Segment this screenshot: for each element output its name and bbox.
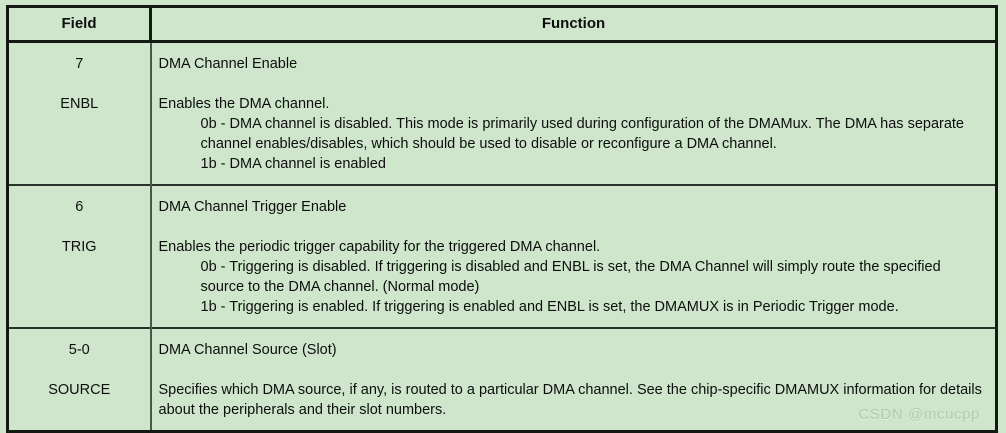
function-title: DMA Channel Source (Slot) bbox=[158, 342, 337, 358]
function-lead-text: Enables the periodic trigger capability … bbox=[158, 239, 601, 255]
field-cell-enbl: 7 ENBL bbox=[7, 41, 152, 185]
field-bits: 5-0 bbox=[68, 342, 90, 358]
register-field-table: Field Function 7 ENBL DMA Channel Enable… bbox=[6, 5, 998, 433]
function-cell-source: DMA Channel Source (Slot) Specifies whic… bbox=[150, 327, 997, 432]
table-header-row: Field Function bbox=[7, 6, 997, 43]
function-spacer bbox=[159, 217, 988, 237]
table-row-enbl: 7 ENBL DMA Channel Enable Enables the DM… bbox=[7, 41, 997, 185]
field-bits: 7 bbox=[75, 56, 84, 72]
column-header-function: Function bbox=[150, 6, 997, 43]
column-header-field: Field bbox=[7, 6, 152, 43]
field-cell-source: 5-0 SOURCE bbox=[7, 327, 152, 432]
function-title: DMA Channel Trigger Enable bbox=[158, 199, 347, 215]
function-cell-enbl: DMA Channel Enable Enables the DMA chann… bbox=[150, 41, 997, 185]
function-sub-line-1b: 1b - Triggering is enabled. If triggerin… bbox=[200, 299, 899, 315]
function-spacer bbox=[159, 360, 988, 380]
field-cell-trig: 6 TRIG bbox=[7, 184, 152, 328]
function-sub-line-0b: 0b - Triggering is disabled. If triggeri… bbox=[200, 259, 941, 295]
table-row-trig: 6 TRIG DMA Channel Trigger Enable Enable… bbox=[7, 184, 997, 328]
function-sub-line-0b: 0b - DMA channel is disabled. This mode … bbox=[200, 116, 965, 152]
field-bits: 6 bbox=[75, 199, 84, 215]
function-lead-text: Specifies which DMA source, if any, is r… bbox=[158, 382, 982, 418]
field-name: TRIG bbox=[61, 239, 97, 255]
function-title: DMA Channel Enable bbox=[158, 56, 298, 72]
function-cell-trig: DMA Channel Trigger Enable Enables the p… bbox=[150, 184, 997, 328]
field-name: SOURCE bbox=[48, 382, 111, 398]
function-sub-line-1b: 1b - DMA channel is enabled bbox=[200, 156, 386, 172]
table-row-source: 5-0 SOURCE DMA Channel Source (Slot) Spe… bbox=[7, 327, 997, 432]
field-name: ENBL bbox=[60, 96, 99, 112]
function-spacer bbox=[159, 74, 988, 94]
function-lead-text: Enables the DMA channel. bbox=[158, 96, 330, 112]
